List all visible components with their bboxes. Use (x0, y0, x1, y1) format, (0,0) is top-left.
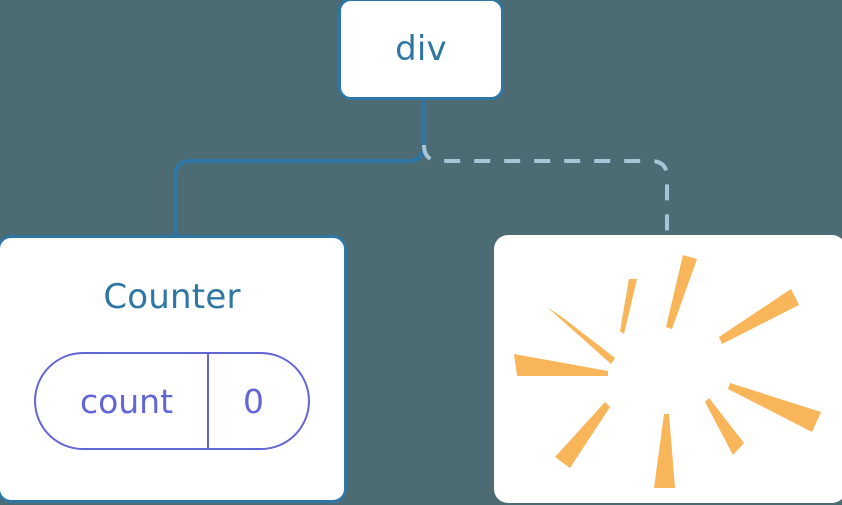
state-key-label: count (79, 381, 174, 421)
node-counter[interactable]: Counter count 0 (0, 235, 347, 503)
edge-div-to-sparkle (422, 144, 669, 238)
sparkle-ray (705, 398, 744, 455)
sparkle-ray (719, 289, 799, 344)
sparkle-ray (620, 279, 637, 334)
node-div-label: div (395, 29, 447, 69)
node-sparkle[interactable] (494, 235, 842, 503)
edge-div-to-counter (173, 100, 426, 238)
sparkle-ray (514, 354, 608, 376)
state-pill-divider (207, 354, 210, 448)
node-counter-label: Counter (103, 277, 241, 317)
sparkle-ray (728, 383, 821, 432)
sparkle-ray (654, 414, 675, 488)
sparkle-ray (555, 402, 610, 468)
state-value-label: 0 (243, 381, 265, 421)
sparkle-ray (547, 307, 615, 364)
sparkle-burst-icon (514, 255, 821, 488)
sparkle-ray (666, 255, 697, 329)
node-div[interactable]: div (338, 0, 504, 100)
state-pill[interactable]: count 0 (33, 352, 311, 450)
